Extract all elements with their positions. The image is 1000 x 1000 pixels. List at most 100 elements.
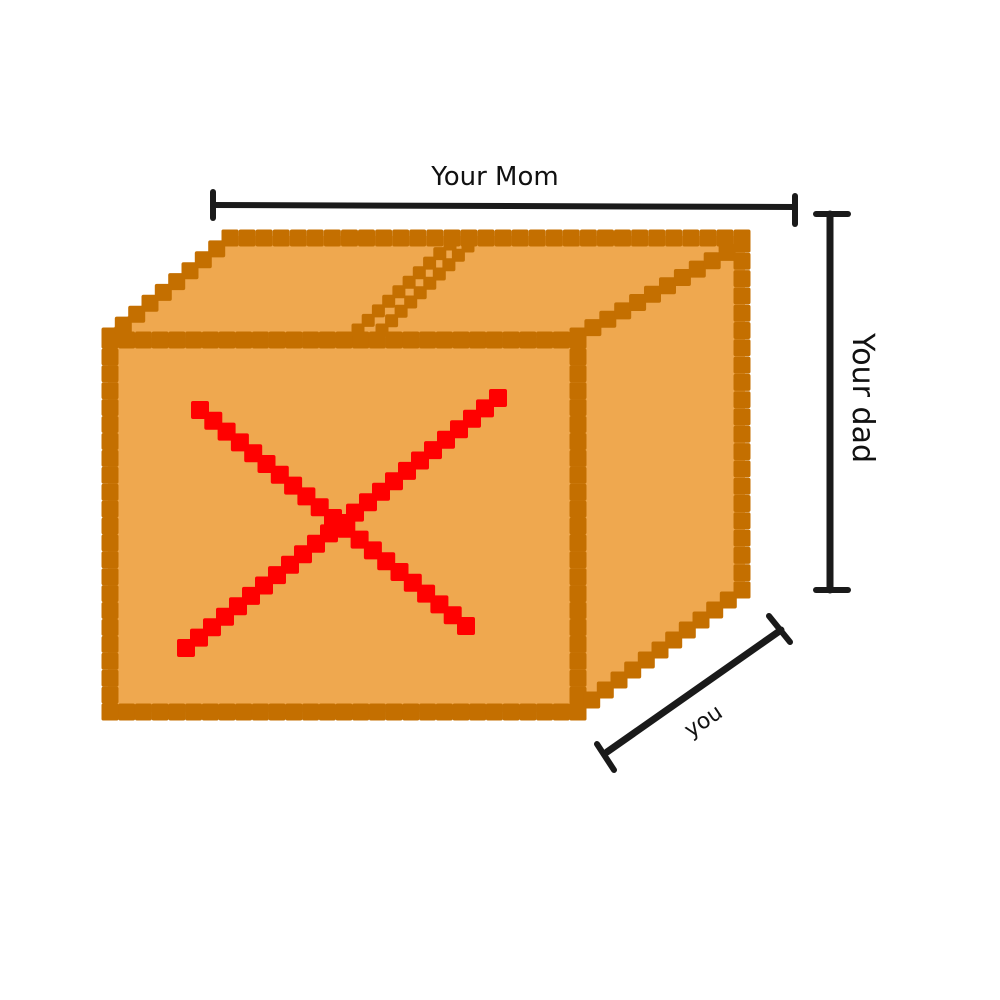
box-edge-block xyxy=(569,619,587,636)
box-edge-block xyxy=(168,273,186,291)
box-edge-block xyxy=(154,283,172,301)
box-edge-block xyxy=(733,425,751,443)
box-edge-block xyxy=(218,331,236,349)
box-edge-block xyxy=(552,703,570,721)
box-edge-block xyxy=(665,631,683,649)
box-edge-block xyxy=(706,601,724,619)
box-edge-block xyxy=(536,331,554,349)
box-edge-block xyxy=(485,703,503,721)
box-edge-block xyxy=(624,661,642,679)
box-edge-block xyxy=(181,262,199,280)
box-edge-block xyxy=(302,331,320,349)
box-edge-block xyxy=(118,331,136,349)
box-edge-block xyxy=(733,460,751,478)
box-edge-block xyxy=(536,703,554,721)
box-edge-block xyxy=(552,331,570,349)
box-edge-block xyxy=(569,433,587,450)
box-edge-block xyxy=(569,686,587,704)
box-edge-block xyxy=(569,399,587,417)
box-edge-block xyxy=(375,229,393,247)
box-edge-block xyxy=(597,229,614,247)
box-edge-block xyxy=(101,416,119,433)
box-edge-block xyxy=(251,331,269,349)
box-edge-block xyxy=(519,331,537,349)
box-edge-block xyxy=(569,568,587,586)
tape-edge-block xyxy=(451,248,465,262)
box-edge-block xyxy=(562,229,580,247)
width-label: Your Mom xyxy=(431,162,559,192)
box-edge-block xyxy=(733,373,751,391)
box-edge-block xyxy=(268,703,286,721)
tape-edge-block xyxy=(361,313,375,327)
box-edge-block xyxy=(101,652,119,670)
tape-edge-block xyxy=(442,258,456,272)
box-edge-block xyxy=(128,305,146,323)
box-edge-block xyxy=(569,483,587,501)
box-edge-block xyxy=(185,703,203,721)
box-edge-block xyxy=(101,483,119,501)
box-edge-block xyxy=(306,229,324,247)
box-edge-block xyxy=(452,703,470,721)
box-edge-block xyxy=(673,269,691,286)
box-edge-block xyxy=(699,229,717,247)
box-edge-block xyxy=(185,331,203,349)
box-edge-block xyxy=(101,534,119,552)
box-edge-block xyxy=(569,701,587,719)
box-edge-block xyxy=(733,287,751,305)
box-edge-block xyxy=(419,331,437,349)
box-edge-block xyxy=(101,669,119,687)
box-edge-block xyxy=(584,319,602,337)
box-edge-block xyxy=(101,348,119,366)
box-edge-block xyxy=(719,591,737,609)
box-edge-block xyxy=(651,641,669,659)
box-edge-block xyxy=(614,229,631,247)
height-dimension-line xyxy=(813,210,851,594)
box-edge-block xyxy=(101,551,119,569)
box-edge-block xyxy=(733,546,751,564)
tape-edge-block xyxy=(385,314,399,328)
box-edge-block xyxy=(569,534,587,552)
box-edge-block xyxy=(733,408,751,426)
box-edge-block xyxy=(579,229,597,247)
tape-edge-block xyxy=(423,276,437,290)
box-edge-block xyxy=(272,229,290,247)
box-edge-block xyxy=(134,331,152,349)
box-edge-block xyxy=(469,331,487,349)
box-edge-block xyxy=(733,304,751,322)
box-edge-block xyxy=(168,703,186,721)
box-edge-block xyxy=(733,339,751,357)
tape-edge-block xyxy=(413,286,427,300)
box-edge-block xyxy=(716,229,734,247)
box-edge-block xyxy=(718,243,736,261)
width-dimension-line xyxy=(210,189,798,227)
box-edge-block xyxy=(583,691,601,709)
box-edge-block xyxy=(323,229,341,247)
box-edge-block xyxy=(238,229,256,247)
box-edge-block xyxy=(352,703,370,721)
box-edge-block xyxy=(251,703,269,721)
box-edge-block xyxy=(101,500,119,518)
box-edge-block xyxy=(733,235,751,253)
box-edge-block xyxy=(733,443,751,461)
box-edge-block xyxy=(101,686,119,704)
box-edge-block xyxy=(733,391,751,409)
box-edge-block xyxy=(569,348,587,366)
cross-block xyxy=(457,617,475,635)
box-edge-block xyxy=(385,331,403,349)
box-edge-block xyxy=(101,399,119,417)
box-edge-block xyxy=(368,703,386,721)
box-edge-block xyxy=(733,495,751,512)
box-edge-block xyxy=(733,564,751,582)
box-edge-block xyxy=(519,703,537,721)
box-edge-block xyxy=(335,331,353,349)
box-edge-block xyxy=(318,703,336,721)
tape-edge-block xyxy=(443,237,457,251)
box-edge-block xyxy=(341,229,358,247)
tape-edge-block xyxy=(375,323,389,337)
box-edge-block xyxy=(435,331,453,349)
box-edge-block xyxy=(629,294,647,311)
box-edge-block xyxy=(409,229,427,247)
box-edge-block xyxy=(733,356,751,374)
box-edge-block xyxy=(392,229,410,247)
